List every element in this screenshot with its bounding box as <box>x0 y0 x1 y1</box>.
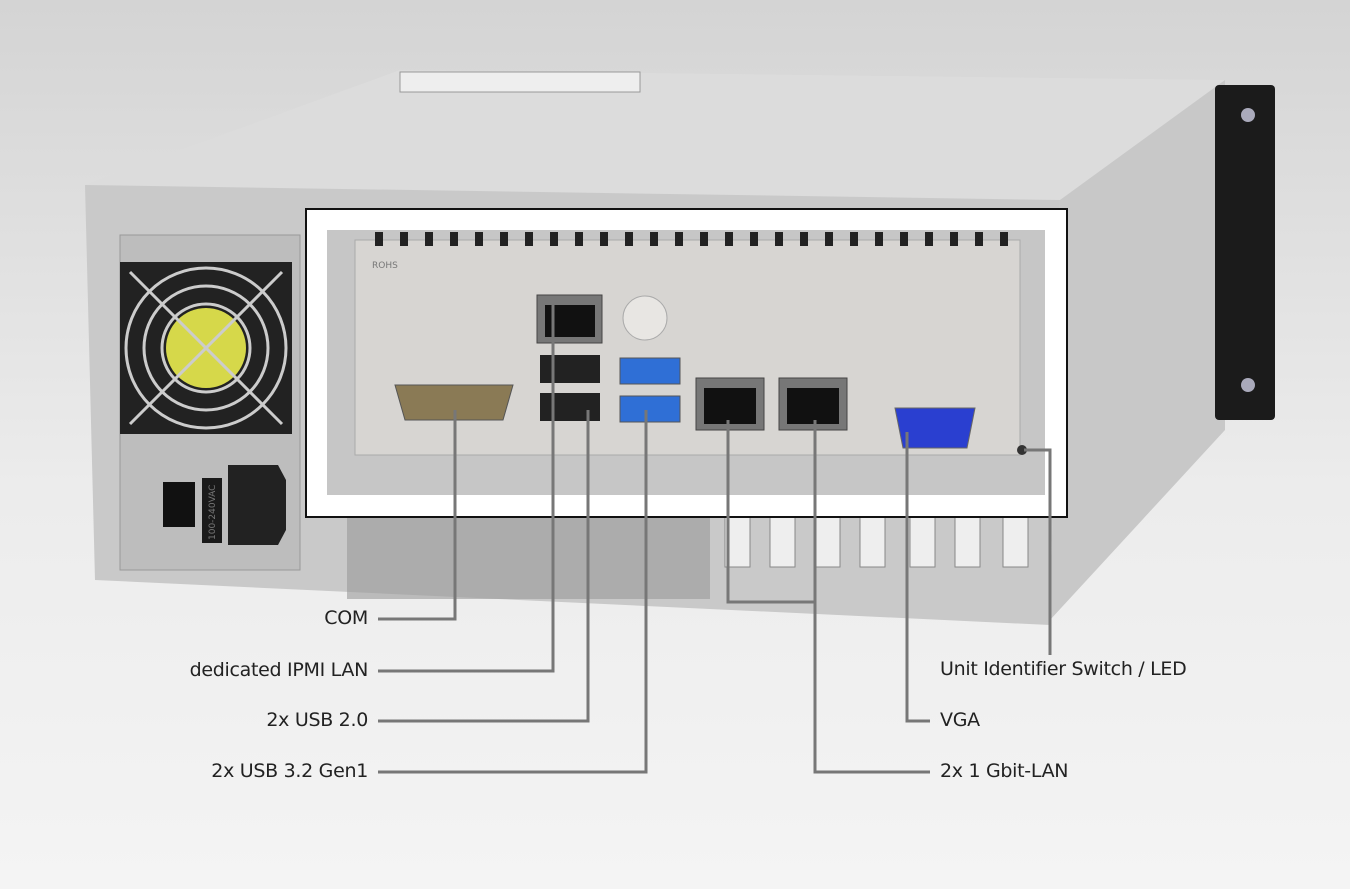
chassis-top <box>85 70 1225 200</box>
vga-port <box>894 407 976 449</box>
label-vga: VGA <box>940 709 980 731</box>
power-switch <box>163 482 195 527</box>
label-uid: Unit Identifier Switch / LED <box>940 658 1187 680</box>
power-socket <box>228 465 286 545</box>
label-com: COM <box>324 607 368 629</box>
label-ipmi-lan: dedicated IPMI LAN <box>189 659 369 681</box>
rack-ear <box>1215 85 1275 420</box>
uid-led <box>1017 445 1027 455</box>
label-usb3: 2x USB 3.2 Gen1 <box>211 760 368 782</box>
rohs-text: ROHS <box>372 261 398 271</box>
chassis-side <box>1050 80 1225 620</box>
com-port <box>394 384 514 421</box>
usb2-port <box>540 393 600 421</box>
usb3-port <box>619 357 681 385</box>
leader-lines <box>378 300 1052 774</box>
label-usb2: 2x USB 2.0 <box>266 709 368 731</box>
usb2-port <box>540 355 600 383</box>
psu-voltage-text: 100-240VAC <box>208 485 218 540</box>
label-lan: 2x 1 Gbit-LAN <box>940 760 1069 782</box>
usb3-port <box>619 395 681 423</box>
